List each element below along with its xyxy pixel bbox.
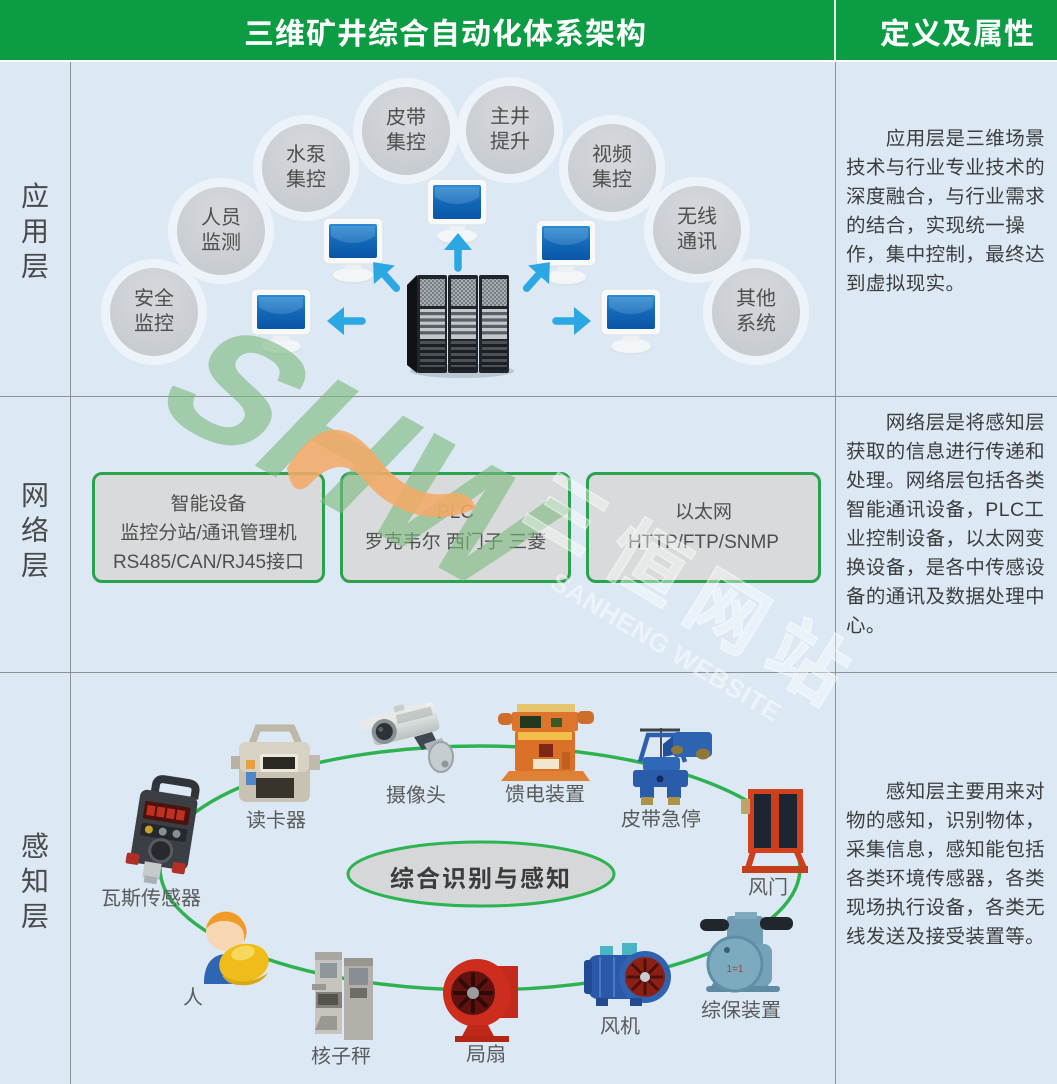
svg-text:1=1: 1=1 [727,964,744,975]
